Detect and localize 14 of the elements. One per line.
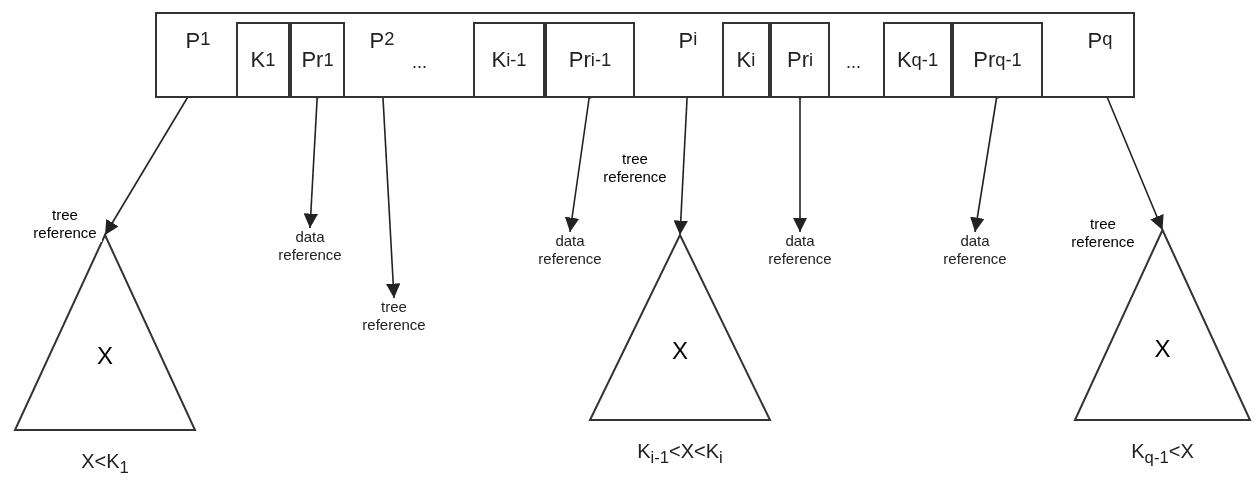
record-bar xyxy=(155,12,1135,98)
subtree-label: X xyxy=(1153,334,1172,363)
reference-label: data reference xyxy=(933,232,1017,272)
reference-label: data reference xyxy=(268,228,352,268)
subtree-label: X xyxy=(671,336,689,365)
key-range-label: X<K$_{1}$ xyxy=(81,450,129,478)
ellipsis-label: ... xyxy=(846,52,861,73)
ellipsis-label: ... xyxy=(412,52,427,73)
reference-label: data reference xyxy=(528,232,612,272)
key-range-label: K$_{q-1}$<X xyxy=(1131,440,1194,468)
reference-label: data reference xyxy=(758,232,842,272)
key-range-label: K$_{i-1}$<X<K$_{i}$ xyxy=(637,440,723,468)
subtree-label: X xyxy=(96,342,114,371)
reference-label: tree reference xyxy=(352,298,436,338)
